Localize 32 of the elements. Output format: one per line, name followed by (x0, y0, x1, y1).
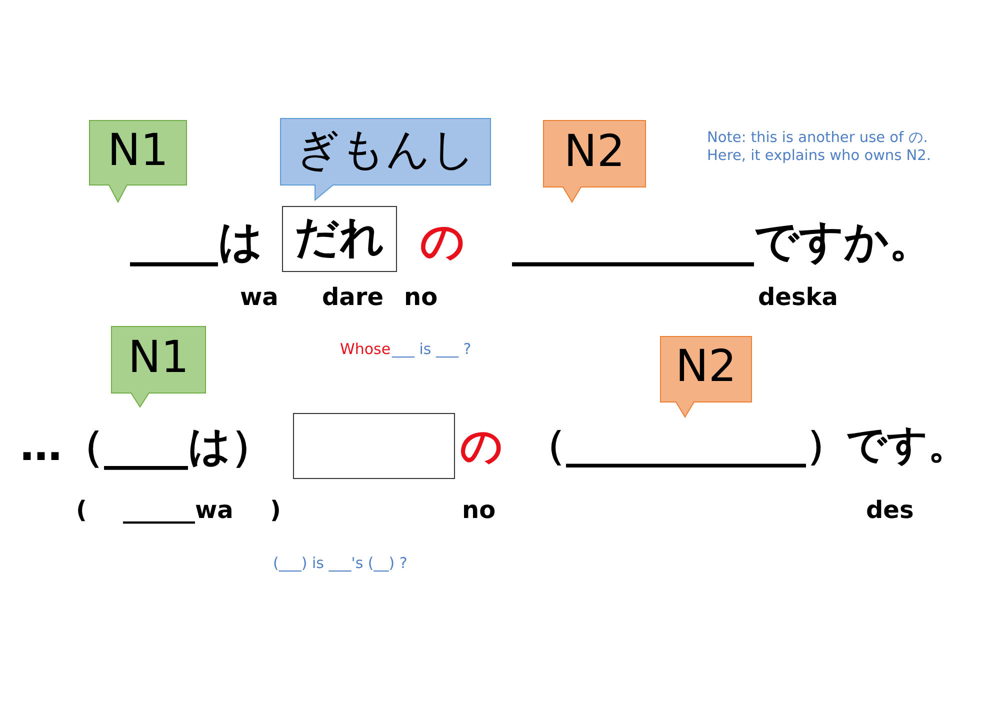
romaji: ) (270, 495, 281, 525)
romaji: ( (76, 495, 87, 525)
speech-callout (543, 120, 646, 204)
callout-label: N1 (106, 124, 170, 178)
romaji: no (404, 282, 438, 312)
sentence-fragment: ___________ですか。 (512, 215, 933, 269)
speech-callout (280, 118, 491, 202)
romaji: wa (240, 282, 278, 312)
translation-text: ___ is ___ ? (392, 340, 472, 359)
romaji: no (462, 495, 496, 525)
romaji: des (866, 495, 914, 525)
speech-callout (111, 326, 206, 409)
romaji: dare (322, 282, 384, 312)
sentence-fragment: ____は (130, 215, 263, 269)
translation-text: Whose (340, 340, 391, 359)
translation-text: (___) is ___'s (__) ? (273, 554, 408, 573)
particle: の (420, 215, 465, 269)
callout-label: ぎもんし (294, 123, 476, 177)
question-word: だれ (294, 211, 386, 265)
callout-label: N1 (127, 331, 190, 385)
speech-callout (660, 336, 752, 419)
answer-box (282, 206, 397, 272)
empty-answer-box (293, 413, 455, 479)
romaji: ______wa (123, 495, 234, 525)
particle: の (460, 420, 503, 472)
sentence-fragment: （____________）です。 (526, 421, 968, 470)
callout-label: N2 (563, 125, 626, 179)
romaji: deska (758, 282, 838, 312)
note-text: Note: this is another use of の. Here, it explains who owns N2. (707, 129, 932, 166)
speech-callout (89, 120, 187, 204)
sentence-fragment: …（____は） (20, 420, 273, 472)
callout-label: N2 (674, 340, 738, 394)
